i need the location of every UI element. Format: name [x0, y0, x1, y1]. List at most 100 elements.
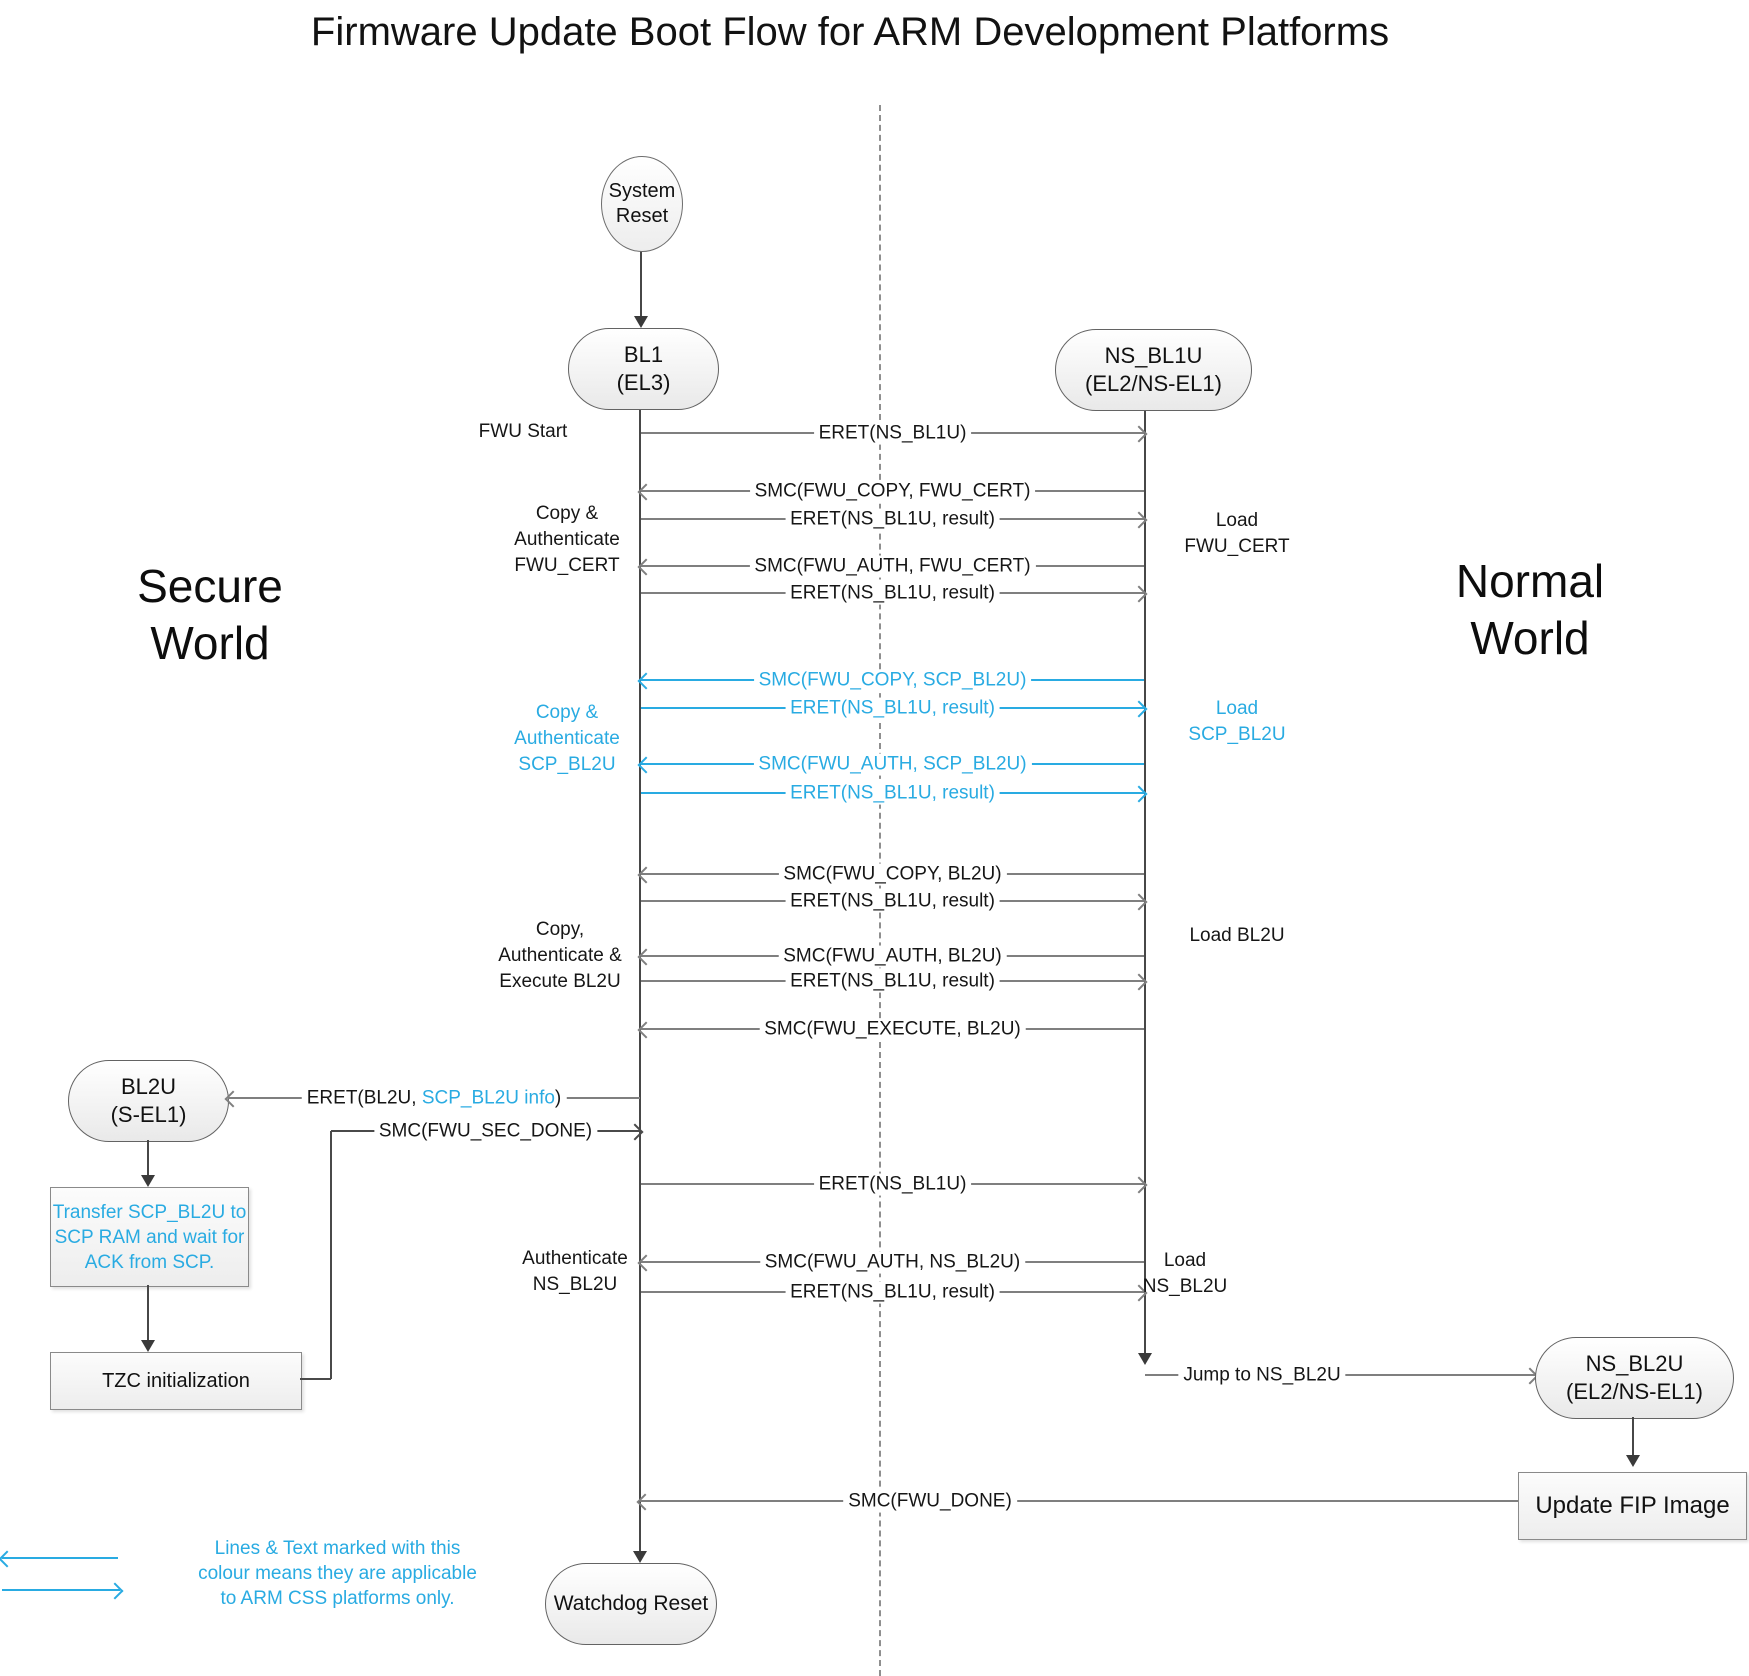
eret-bl2u-label-blue: SCP_BL2U info — [421, 1087, 555, 1109]
message-label: SMC(FWU_EXECUTE, BL2U) — [759, 1018, 1026, 1041]
message-label: ERET(NS_BL1U, result) — [785, 697, 1000, 720]
eret-bl2u-arrow: ERET(BL2U, SCP_BL2U info) — [224, 1087, 640, 1110]
ns-bl2u-to-fip-line — [1632, 1417, 1634, 1455]
message-arrow: ERET(NS_BL1U, result) — [641, 970, 1148, 993]
transfer-scp-line1: Transfer SCP_BL2U to — [52, 1201, 247, 1223]
tzc-elbow-horizontal — [300, 1378, 331, 1380]
arrow-down-icon — [633, 1551, 647, 1563]
bl1-name: BL1 — [623, 342, 664, 367]
message-arrow: ERET(NS_BL1U, result) — [641, 697, 1148, 720]
message-arrow: ERET(NS_BL1U, result) — [641, 782, 1148, 805]
world-divider-line — [879, 105, 881, 1676]
bl2u-node: BL2U (S-EL1) — [68, 1060, 229, 1142]
transfer-scp-node: Transfer SCP_BL2U to SCP RAM and wait fo… — [50, 1187, 249, 1287]
message-label: SMC(FWU_COPY, BL2U) — [778, 863, 1007, 886]
transfer-scp-line3: ACK from SCP. — [84, 1251, 215, 1273]
legend-arrow-right — [2, 1582, 124, 1600]
smc-done-label: SMC(FWU_DONE) — [843, 1490, 1017, 1513]
message-label: SMC(FWU_AUTH, BL2U) — [778, 945, 1007, 968]
ns-bl1u-name: NS_BL1U — [1104, 343, 1203, 368]
bl1-node: BL1 (EL3) — [568, 328, 719, 410]
arrowhead-right-icon — [106, 1582, 124, 1600]
normal-world-line2: World — [1470, 612, 1590, 664]
ns-bl2u-el: (EL2/NS-EL1) — [1566, 1379, 1703, 1404]
transfer-to-tzc-line — [147, 1285, 149, 1340]
message-label: ERET(NS_BL1U, result) — [785, 508, 1000, 531]
tzc-node: TZC initialization — [50, 1352, 302, 1410]
arrow-down-icon — [1138, 1353, 1152, 1365]
arrow-down-icon — [1626, 1455, 1640, 1467]
watchdog-label: Watchdog Reset — [553, 1592, 709, 1615]
message-label: ERET(NS_BL1U, result) — [785, 582, 1000, 605]
activity-label: Load BL2U — [1189, 925, 1285, 946]
arrow-down-icon — [634, 316, 648, 328]
message-arrow: ERET(NS_BL1U, result) — [641, 890, 1148, 913]
arrowhead-left-icon — [0, 1550, 16, 1568]
message-arrow: SMC(FWU_AUTH, SCP_BL2U) — [637, 753, 1144, 776]
watchdog-node: Watchdog Reset — [545, 1563, 717, 1645]
message-arrow: ERET(NS_BL1U, result) — [641, 508, 1148, 531]
eret-bl2u-label: ERET(BL2U, SCP_BL2U info) — [301, 1087, 567, 1110]
tzc-label: TZC initialization — [102, 1369, 250, 1392]
update-fip-label: Update FIP Image — [1535, 1492, 1730, 1519]
legend-text: Lines & Text marked with this colour mea… — [185, 1536, 490, 1611]
message-label: SMC(FWU_AUTH, NS_BL2U) — [759, 1251, 1026, 1274]
message-label: SMC(FWU_AUTH, FWU_CERT) — [749, 555, 1036, 578]
message-arrow: SMC(FWU_AUTH, NS_BL2U) — [637, 1251, 1144, 1274]
smc-sec-done-arrow: SMC(FWU_SEC_DONE) — [331, 1120, 644, 1143]
jump-to-ns-bl2u-arrow: Jump to NS_BL2U — [1145, 1364, 1539, 1387]
smc-sec-done-label: SMC(FWU_SEC_DONE) — [373, 1120, 598, 1143]
message-arrow: SMC(FWU_EXECUTE, BL2U) — [637, 1018, 1144, 1041]
bl2u-el: (S-EL1) — [110, 1102, 187, 1127]
message-arrow: ERET(NS_BL1U) — [641, 422, 1148, 445]
system-reset-line2: Reset — [615, 205, 669, 227]
transfer-scp-line2: SCP RAM and wait for — [54, 1226, 245, 1248]
secure-world-line1: Secure — [137, 560, 283, 612]
activity-label: Copy & Authenticate SCP_BL2U — [514, 702, 620, 775]
legend-line3: to ARM CSS platforms only. — [220, 1588, 455, 1609]
message-label: ERET(NS_BL1U, result) — [785, 970, 1000, 993]
message-label: ERET(NS_BL1U, result) — [785, 890, 1000, 913]
ns-bl1u-lifeline — [1144, 409, 1146, 1353]
message-arrow: ERET(NS_BL1U) — [641, 1173, 1148, 1196]
legend-arrow-left — [0, 1550, 118, 1568]
message-label: ERET(NS_BL1U) — [813, 1173, 972, 1196]
legend-line1: Lines & Text marked with this — [214, 1538, 461, 1559]
eret-bl2u-label-black2: ) — [554, 1087, 562, 1109]
smc-done-arrow: SMC(FWU_DONE) — [636, 1490, 1518, 1513]
message-arrow: SMC(FWU_COPY, SCP_BL2U) — [637, 669, 1144, 692]
message-arrow: SMC(FWU_AUTH, FWU_CERT) — [637, 555, 1144, 578]
secure-world-label: Secure World — [110, 558, 310, 672]
message-label: ERET(NS_BL1U, result) — [785, 782, 1000, 805]
message-arrow: ERET(NS_BL1U, result) — [641, 582, 1148, 605]
activity-label: Copy & Authenticate FWU_CERT — [514, 503, 620, 576]
message-arrow: SMC(FWU_COPY, FWU_CERT) — [637, 480, 1144, 503]
eret-bl2u-label-black1: ERET(BL2U, — [306, 1087, 422, 1109]
ns-bl1u-el: (EL2/NS-EL1) — [1085, 371, 1222, 396]
secure-world-line2: World — [150, 617, 270, 669]
message-label: SMC(FWU_COPY, FWU_CERT) — [749, 480, 1036, 503]
activity-label: Copy, Authenticate & Execute BL2U — [498, 919, 622, 992]
activity-label: Load NS_BL2U — [1142, 1250, 1228, 1297]
activity-label: Load SCP_BL2U — [1188, 698, 1286, 745]
bl2u-name: BL2U — [120, 1074, 177, 1099]
message-arrow: SMC(FWU_AUTH, BL2U) — [637, 945, 1144, 968]
normal-world-line1: Normal — [1455, 555, 1605, 607]
system-reset-line1: System — [608, 180, 676, 202]
message-label: ERET(NS_BL1U) — [813, 422, 972, 445]
update-fip-node: Update FIP Image — [1518, 1472, 1747, 1540]
activity-label: Authenticate NS_BL2U — [522, 1248, 628, 1295]
system-reset-node: System Reset — [601, 156, 683, 252]
message-label: SMC(FWU_AUTH, SCP_BL2U) — [753, 753, 1032, 776]
ns-bl1u-node: NS_BL1U (EL2/NS-EL1) — [1055, 329, 1252, 411]
message-arrow: ERET(NS_BL1U, result) — [641, 1281, 1148, 1304]
arrow-down-icon — [141, 1340, 155, 1352]
normal-world-label: Normal World — [1430, 553, 1630, 667]
ns-bl2u-node: NS_BL2U (EL2/NS-EL1) — [1535, 1337, 1734, 1419]
bl2u-to-transfer-line — [147, 1140, 149, 1175]
arrow-down-icon — [141, 1175, 155, 1187]
jump-label: Jump to NS_BL2U — [1178, 1364, 1346, 1387]
bl1-el: (EL3) — [616, 370, 671, 395]
legend-line2: colour means they are applicable — [198, 1563, 477, 1584]
